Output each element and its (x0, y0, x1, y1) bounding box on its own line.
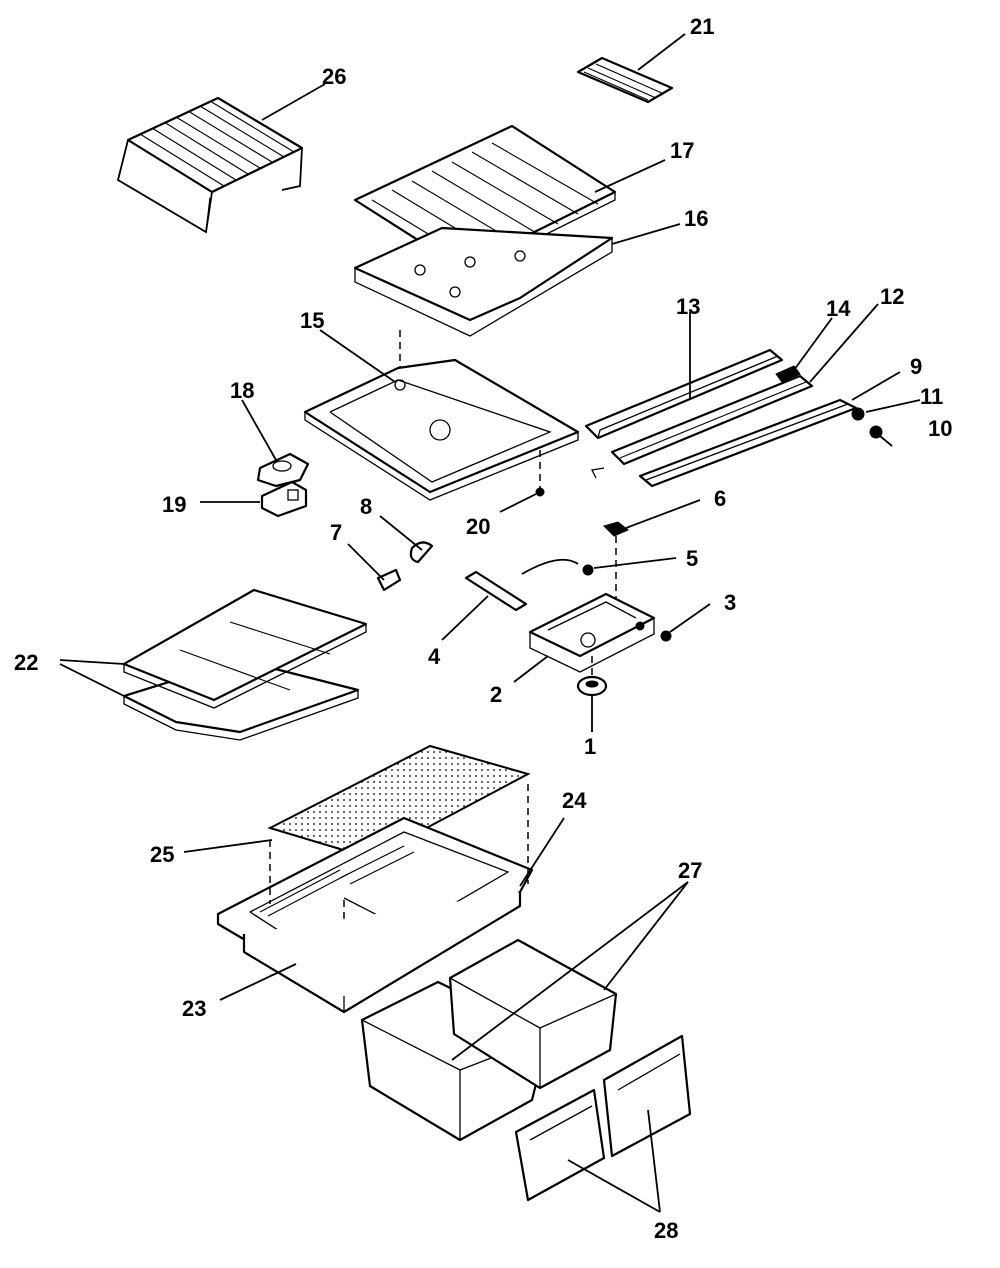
part-10-screw (869, 425, 893, 447)
part-20-screw (535, 487, 545, 497)
callout-20: 20 (466, 514, 490, 539)
callout-9: 9 (910, 354, 922, 379)
callout-5: 5 (686, 546, 698, 571)
part-25-crisper-cover (267, 744, 531, 860)
callout-6: 6 (714, 486, 726, 511)
part-8-bulb (409, 541, 434, 564)
callout-24: 24 (562, 788, 587, 813)
part-2-control-housing (528, 592, 656, 673)
callout-28: 28 (654, 1218, 678, 1243)
callout-16: 16 (684, 206, 708, 231)
callout-25: 25 (150, 842, 174, 867)
part-11-nut (851, 407, 865, 421)
part-5-wire-clip (521, 558, 594, 576)
part-22-glass-shelves (122, 588, 368, 741)
callout-15: 15 (300, 308, 324, 333)
part-6-control-knob (603, 521, 629, 620)
callout-2: 2 (490, 682, 502, 707)
part-21-small-grille (576, 56, 674, 104)
callout-19: 19 (162, 492, 186, 517)
part-16-shelf-tray (353, 226, 614, 337)
callout-13: 13 (676, 294, 700, 319)
callout-26: 26 (322, 64, 346, 89)
callout-27: 27 (678, 858, 702, 883)
callout-1: 1 (584, 734, 596, 759)
callout-labels: 1 2 3 4 5 6 7 8 9 10 11 12 13 14 15 16 1… (14, 14, 952, 1243)
callout-7: 7 (330, 520, 342, 545)
callout-23: 23 (182, 996, 206, 1021)
part-23-frame-base (242, 892, 522, 1014)
callout-8: 8 (360, 494, 372, 519)
callout-12: 12 (880, 284, 904, 309)
callout-18: 18 (230, 378, 254, 403)
part-26-wire-rack (116, 96, 304, 234)
callout-17: 17 (670, 138, 694, 163)
callout-14: 14 (826, 296, 851, 321)
part-3-screw (660, 630, 672, 642)
part-15-cover-panel (303, 330, 580, 501)
leader-lines (59, 33, 921, 1213)
part-12-long-rail (591, 374, 814, 479)
callout-22: 22 (14, 650, 38, 675)
part-7-socket (376, 568, 402, 592)
part-13-trim-rail (584, 348, 784, 440)
part-28-drawer-fronts (514, 1034, 692, 1202)
callout-21: 21 (690, 14, 714, 39)
callout-3: 3 (724, 590, 736, 615)
part-27-crisper-drawers (360, 938, 618, 1142)
callout-4: 4 (428, 644, 441, 669)
part-19-light-housing (260, 480, 308, 518)
callout-11: 11 (920, 384, 943, 409)
callout-10: 10 (928, 416, 952, 441)
part-4-bracket (464, 570, 528, 612)
part-1-dial (576, 656, 608, 697)
part-18-light-socket (256, 452, 310, 488)
